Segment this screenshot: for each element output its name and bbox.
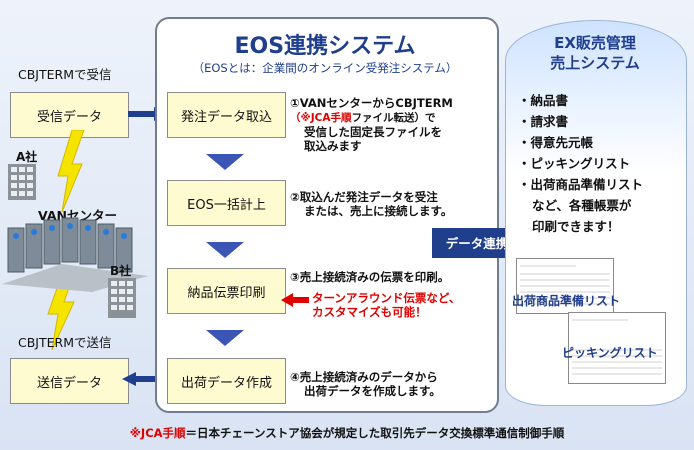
company-b-building-icon <box>108 278 136 318</box>
picking-list-thumbnail <box>568 312 666 384</box>
step4-description: ④売上接続済みのデータから 出荷データを作成します。 <box>290 370 490 398</box>
shipping-prep-list-thumbnail <box>516 258 614 314</box>
step1-line3: 受信した固定長ファイルを <box>304 125 442 139</box>
step1-number: ① <box>290 96 300 110</box>
report-item: ・請求書 <box>518 114 569 129</box>
company-a-building-icon <box>8 164 36 200</box>
footnote-text: ＝日本チェーンストア協会が規定した取引先データ交換標準通信制御手順 <box>185 426 565 440</box>
report-item: ・出荷商品準備リスト <box>518 177 644 192</box>
step1-down-arrow-icon <box>206 154 244 170</box>
step2-description: ②取込んだ発注データを受注 または、売上に接続します。 <box>290 190 490 218</box>
step4-line1: 売上接続済みのデータから <box>299 370 438 384</box>
step1-line2: ファイル転送）で <box>351 112 436 124</box>
send-caption: CBJTERMで送信 <box>18 335 112 350</box>
report-tail-line2: 印刷できます！ <box>532 219 620 234</box>
report-item: ・得意先元帳 <box>518 135 594 150</box>
eos-subtitle: （EOSとは：企業間のオンライン受発注システム） <box>192 61 458 75</box>
step4-line2: 出荷データを作成します。 <box>304 384 441 398</box>
report-tail-line1: など、各種帳票が <box>532 198 632 213</box>
step2-down-arrow-icon <box>206 242 244 258</box>
step1-jca-note: （※JCA手順 <box>290 112 352 124</box>
step3-line1: 売上接続済みの伝票を印刷。 <box>299 270 450 284</box>
company-b-label: B社 <box>110 264 132 278</box>
data-link-label: データ連携 <box>445 236 509 251</box>
customize-note-line1: ターンアラウンド伝票など、 <box>312 291 461 305</box>
footnote-jca-label: ※JCA手順 <box>129 426 186 440</box>
step2-number: ② <box>290 190 300 204</box>
report-item: ・ピッキングリスト <box>518 156 631 171</box>
eos-title: EOS連携システム <box>234 34 416 59</box>
upper-lightning-icon <box>57 130 85 212</box>
step1-description: ①VANセンターからCBJTERM （※JCA手順ファイル転送）で 受信した固定… <box>290 96 490 153</box>
report-item: ・納品書 <box>518 93 569 108</box>
step3-box: 納品伝票印刷 <box>167 268 286 314</box>
step3-number: ③ <box>290 270 300 284</box>
send-data-box: 送信データ <box>10 358 129 404</box>
step4-box: 出荷データ作成 <box>167 358 286 404</box>
customize-arrow-icon <box>281 293 309 307</box>
step2-line1: 取込んだ発注データを受注 <box>299 190 438 204</box>
report-list: ・納品書 ・請求書 ・得意先元帳 ・ピッキングリスト ・出荷商品準備リスト など… <box>518 90 643 237</box>
step2-line2: または、売上に接続します。 <box>304 204 453 218</box>
footnote: ※JCA手順＝日本チェーンストア協会が規定した取引先データ交換標準通信制御手順 <box>0 425 694 441</box>
step1-line4: 取込みます <box>304 139 362 153</box>
picking-list-label: ピッキングリスト <box>562 346 658 360</box>
ex-title-line2: 売上システム <box>550 54 640 72</box>
receive-data-box: 受信データ <box>10 92 129 138</box>
customize-note: ターンアラウンド伝票など、 カスタマイズも可能！ <box>312 291 460 319</box>
van-center-label: VANセンター <box>38 208 117 223</box>
step4-number: ④ <box>290 370 300 384</box>
step1-line1: VANセンターからCBJTERM <box>299 96 453 110</box>
shipping-prep-list-label: 出荷商品準備リスト <box>512 294 621 308</box>
step3-down-arrow-icon <box>206 330 244 346</box>
company-a-label: A社 <box>16 150 38 164</box>
customize-note-line2: カスタマイズも可能！ <box>312 305 427 319</box>
step3-description: ③売上接続済みの伝票を印刷。 <box>290 270 490 284</box>
step1-box: 発注データ取込 <box>167 92 286 138</box>
send-arrow-icon <box>122 372 168 386</box>
receive-caption: CBJTERMで受信 <box>18 67 112 82</box>
step2-box: EOS一括計上 <box>167 180 286 226</box>
ex-title-line1: EX販売管理 <box>554 34 636 52</box>
